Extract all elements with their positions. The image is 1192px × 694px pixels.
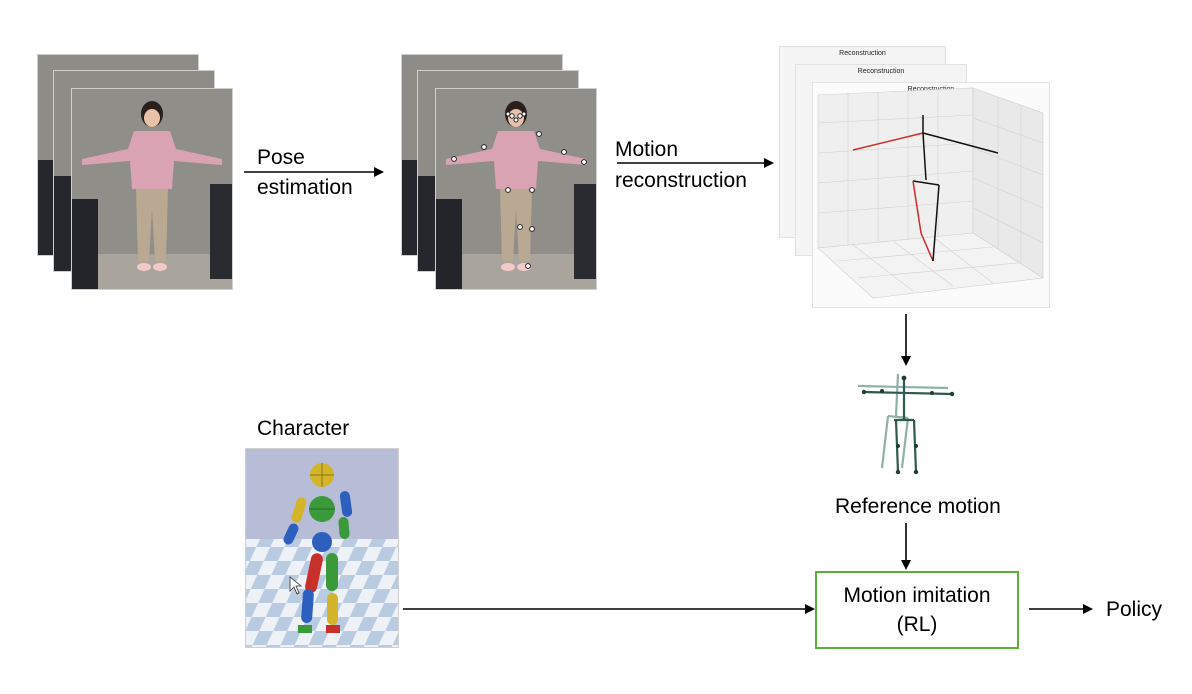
arrow-character-to-imitation bbox=[403, 604, 815, 614]
input-frame-front bbox=[71, 88, 233, 290]
3d-skeleton-plot bbox=[817, 87, 1044, 299]
motion-imitation-box: Motion imitation (RL) bbox=[815, 571, 1019, 649]
reconstruction-plot-front: Reconstruction bbox=[812, 82, 1050, 308]
policy-label: Policy bbox=[1106, 598, 1163, 621]
mouse-cursor-icon bbox=[289, 576, 303, 595]
pose-estimation-label-line1: Pose bbox=[257, 146, 305, 169]
motion-reconstruction-label-line1: Motion bbox=[615, 138, 679, 161]
rl-label: (RL) bbox=[896, 613, 938, 636]
motion-reconstruction-label-line2: reconstruction bbox=[615, 169, 747, 192]
character-render bbox=[245, 448, 399, 648]
person-photo-with-keypoints bbox=[436, 89, 596, 289]
plot-title: Reconstruction bbox=[839, 50, 886, 57]
pose-frame-front bbox=[435, 88, 597, 290]
character-label: Character bbox=[257, 417, 350, 440]
reconstructed-skeleton bbox=[852, 115, 999, 262]
plot-title: Reconstruction bbox=[907, 86, 955, 93]
arrow-to-policy bbox=[1029, 604, 1093, 614]
reference-motion-label: Reference motion bbox=[835, 495, 1001, 518]
person-photo bbox=[72, 89, 232, 289]
simulated-character bbox=[246, 449, 398, 647]
motion-imitation-label: Motion imitation bbox=[843, 584, 991, 607]
arrow-to-motion-imitation bbox=[901, 523, 911, 570]
keypoint-markers bbox=[451, 111, 587, 269]
arrow-to-reference-motion bbox=[901, 314, 911, 366]
arrow-motion-reconstruction bbox=[617, 158, 774, 168]
reference-motion-skeleton bbox=[857, 373, 955, 475]
arrow-pose-estimation bbox=[244, 167, 384, 177]
plot-title: Reconstruction bbox=[857, 68, 905, 75]
pose-estimation-label-line2: estimation bbox=[257, 176, 353, 199]
